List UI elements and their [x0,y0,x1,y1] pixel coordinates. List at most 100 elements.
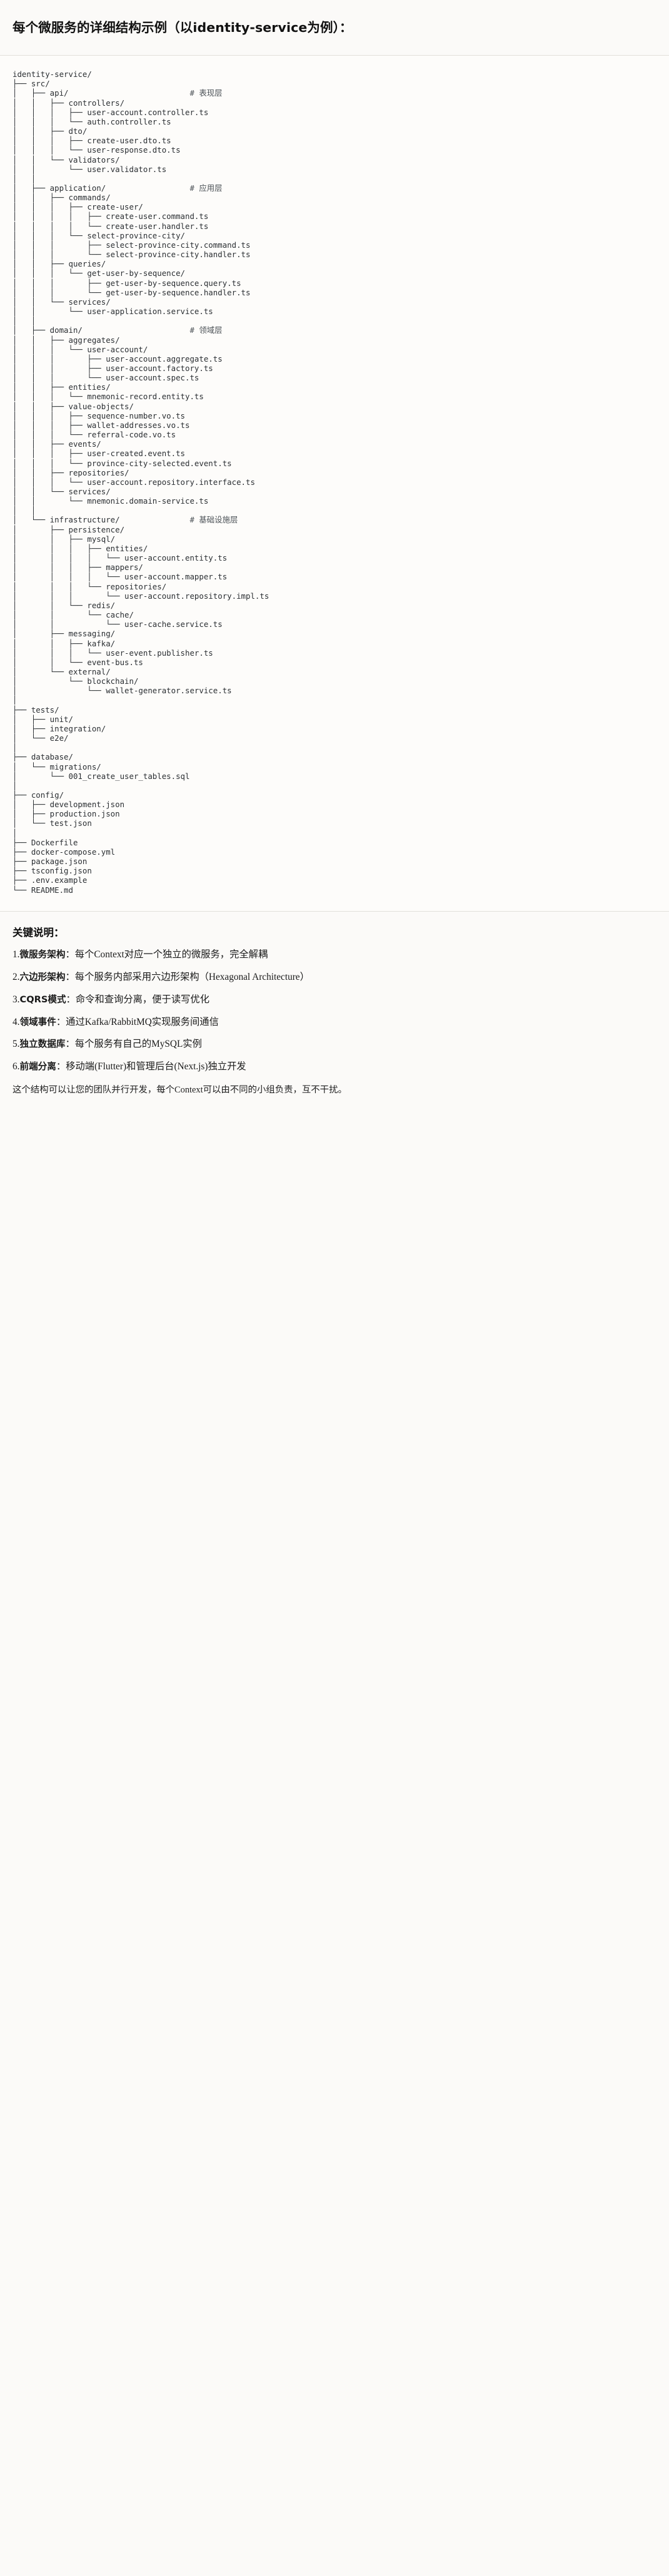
tree-line: │ └── wallet-generator.service.ts [13,686,232,696]
tree-line: ├── tsconfig.json [13,866,92,876]
key-point-item: 6.前端分离：移动端(Flutter)和管理后台(Next.js)独立开发 [13,1060,656,1074]
tree-line: │ │ [13,173,36,183]
tree-line: │ │ │ ├── create-user/ [13,202,143,212]
page-title: 每个微服务的详细结构示例（以identity-service为例）： [13,19,353,35]
tree-line: │ │ │ └── select-province-city/ [13,230,186,240]
tree-line: │ │ │ │ └── create-user.handler.ts [13,221,209,231]
tree-line: │ │ ├── mysql/ [13,534,116,544]
tree-line: │ │ │ │ └── user-account.entity.ts [13,553,228,563]
key-point-item: 3.CQRS模式：命令和查询分离，便于读写优化 [13,993,656,1007]
tree-line: │ └── 001_create_user_tables.sql [13,771,190,781]
tree-line: │ │ │ └── user-account.spec.ts [13,373,199,383]
tree-line: │ │ ├── dto/ [13,126,88,136]
key-point-number: 4. [13,1016,20,1027]
key-point-description: ：命令和查询分离，便于读写优化 [66,994,210,1005]
tree-line: ├── .env.example [13,875,88,885]
tree-line: │ │ │ ├── get-user-by-sequence.query.ts [13,278,241,288]
tree-line: │ │ ├── queries/ [13,259,106,269]
tree-line: │ │ ├── aggregates/ [13,335,120,345]
tree-line: │ │ ├── events/ [13,439,101,449]
tree-line: │ │ └── user-cache.service.ts [13,619,223,629]
tree-line: │ │ └── redis/ [13,600,116,610]
key-point-number: 5. [13,1039,20,1050]
tree-line: │ ├── unit/ [13,714,73,724]
tree-line: │ [13,695,18,705]
tree-line: │ │ ├── controllers/ [13,98,125,108]
divider-top [0,55,669,56]
tree-line: │ │ │ ├── mappers/ [13,563,143,573]
key-point-number: 2. [13,971,20,982]
tree-line: │ │ └── services/ [13,487,111,497]
key-point-item: 1.微服务架构：每个Context对应一个独立的微服务，完全解耦 [13,948,656,962]
tree-line: │ │ ├── value-objects/ [13,401,134,411]
tree-line: │ │ │ └── user-account/ [13,344,148,354]
tree-line: ├── docker-compose.yml [13,847,116,857]
tree-line: │ │ │ └── user-event.publisher.ts [13,648,213,658]
tree-line: │ │ │ └── mnemonic-record.entity.ts [13,392,204,402]
tree-line: │ │ │ ├── user-account.factory.ts [13,363,213,373]
directory-tree: identity-service/ ├── src/ │ ├── api/ # … [13,69,656,895]
tree-line: │ │ ├── entities/ [13,382,111,392]
key-point-description: ：通过Kafka/RabbitMQ实现服务间通信 [56,1016,219,1027]
key-point-item: 2.六边形架构：每个服务内部采用六边形架构（Hexagonal Architec… [13,970,656,985]
tree-line: │ │ ├── kafka/ [13,638,116,648]
tree-line: │ │ └── event-bus.ts [13,657,143,667]
tree-line: │ │ ├── commands/ [13,193,111,203]
tree-line-comment: # 表现层 [189,88,223,98]
key-point-term: 领域事件 [19,1016,56,1027]
tree-line: │ │ └── user-application.service.ts [13,307,213,317]
tree-line: ├── tests/ [13,705,59,715]
key-point-term: 六边形架构 [19,971,66,982]
tree-line: │ │ │ │ ├── create-user.command.ts [13,211,209,221]
tree-line: ├── Dockerfile [13,837,78,847]
tree-line: │ │ │ ├── create-user.dto.ts [13,136,171,146]
key-point-term: CQRS模式 [19,994,66,1005]
tree-line: │ ├── application/ # 应用层 [13,183,223,193]
tree-line: │ ├── development.json [13,800,125,810]
tree-line: │ │ │ ├── wallet-addresses.vo.ts [13,420,190,430]
tree-line: │ │ │ └── user-response.dto.ts [13,145,181,155]
key-point-item: 4.领域事件：通过Kafka/RabbitMQ实现服务间通信 [13,1016,656,1030]
tree-line: │ │ └── mnemonic.domain-service.ts [13,496,209,506]
tree-line: │ ├── integration/ [13,723,106,733]
document-page: 每个微服务的详细结构示例（以identity-service为例）： ident… [0,8,669,1107]
key-point-number: 3. [13,994,20,1005]
tree-line: ├── package.json [13,857,88,867]
key-point-item: 5.独立数据库：每个服务有自己的MySQL实例 [13,1037,656,1052]
tree-line: │ [13,743,18,753]
tree-line: │ ├── persistence/ [13,524,125,534]
tree-line: │ │ │ └── select-province-city.handler.t… [13,250,251,260]
tree-line: ├── config/ [13,790,64,800]
tree-line: │ │ │ └── user-account.repository.impl.t… [13,591,269,601]
tree-line: └── README.md [13,885,73,895]
tree-line: │ │ │ └── user-account.repository.interf… [13,477,255,487]
tree-line: │ │ │ ├── user-account.aggregate.ts [13,354,223,364]
tree-line: │ [13,780,18,790]
key-points-title: 关键说明： [13,926,64,939]
tree-line: │ │ └── user.validator.ts [13,164,167,174]
tree-line: │ │ [13,316,36,326]
key-point-description: ：每个Context对应一个独立的微服务，完全解耦 [65,949,268,960]
tree-line: │ │ │ └── get-user-by-sequence.handler.t… [13,287,251,297]
tree-line: │ │ │ └── get-user-by-sequence/ [13,268,186,278]
tree-line-comment: # 基础设施层 [189,515,238,525]
tree-line: │ └── e2e/ [13,733,69,743]
closing-paragraph: 这个结构可以让您的团队并行开发，每个Context可以由不同的小组负责，互不干扰… [13,1085,347,1096]
tree-line: │ │ [13,506,36,516]
tree-line: ├── src/ [13,79,50,89]
tree-line: │ ├── production.json [13,809,120,819]
key-point-description: ：移动端(Flutter)和管理后台(Next.js)独立开发 [56,1061,246,1072]
tree-line: │ │ │ └── referral-code.vo.ts [13,430,176,440]
tree-line: │ └── migrations/ [13,761,101,771]
tree-line: │ │ │ ├── user-account.controller.ts [13,107,209,117]
tree-line: │ │ │ └── repositories/ [13,581,167,591]
tree-line: │ └── blockchain/ [13,676,139,686]
tree-line-comment: # 领域层 [189,325,223,335]
tree-line: │ │ └── validators/ [13,155,120,165]
tree-line: │ │ │ ├── user-created.event.ts [13,449,186,459]
key-point-term: 微服务架构 [19,949,66,960]
key-point-term: 前端分离 [19,1061,56,1072]
tree-line: │ │ │ └── auth.controller.ts [13,116,171,126]
key-points-block: 关键说明： 1.微服务架构：每个Context对应一个独立的微服务，完全解耦 2.… [0,912,669,1107]
directory-tree-block: identity-service/ ├── src/ │ ├── api/ # … [0,56,669,911]
